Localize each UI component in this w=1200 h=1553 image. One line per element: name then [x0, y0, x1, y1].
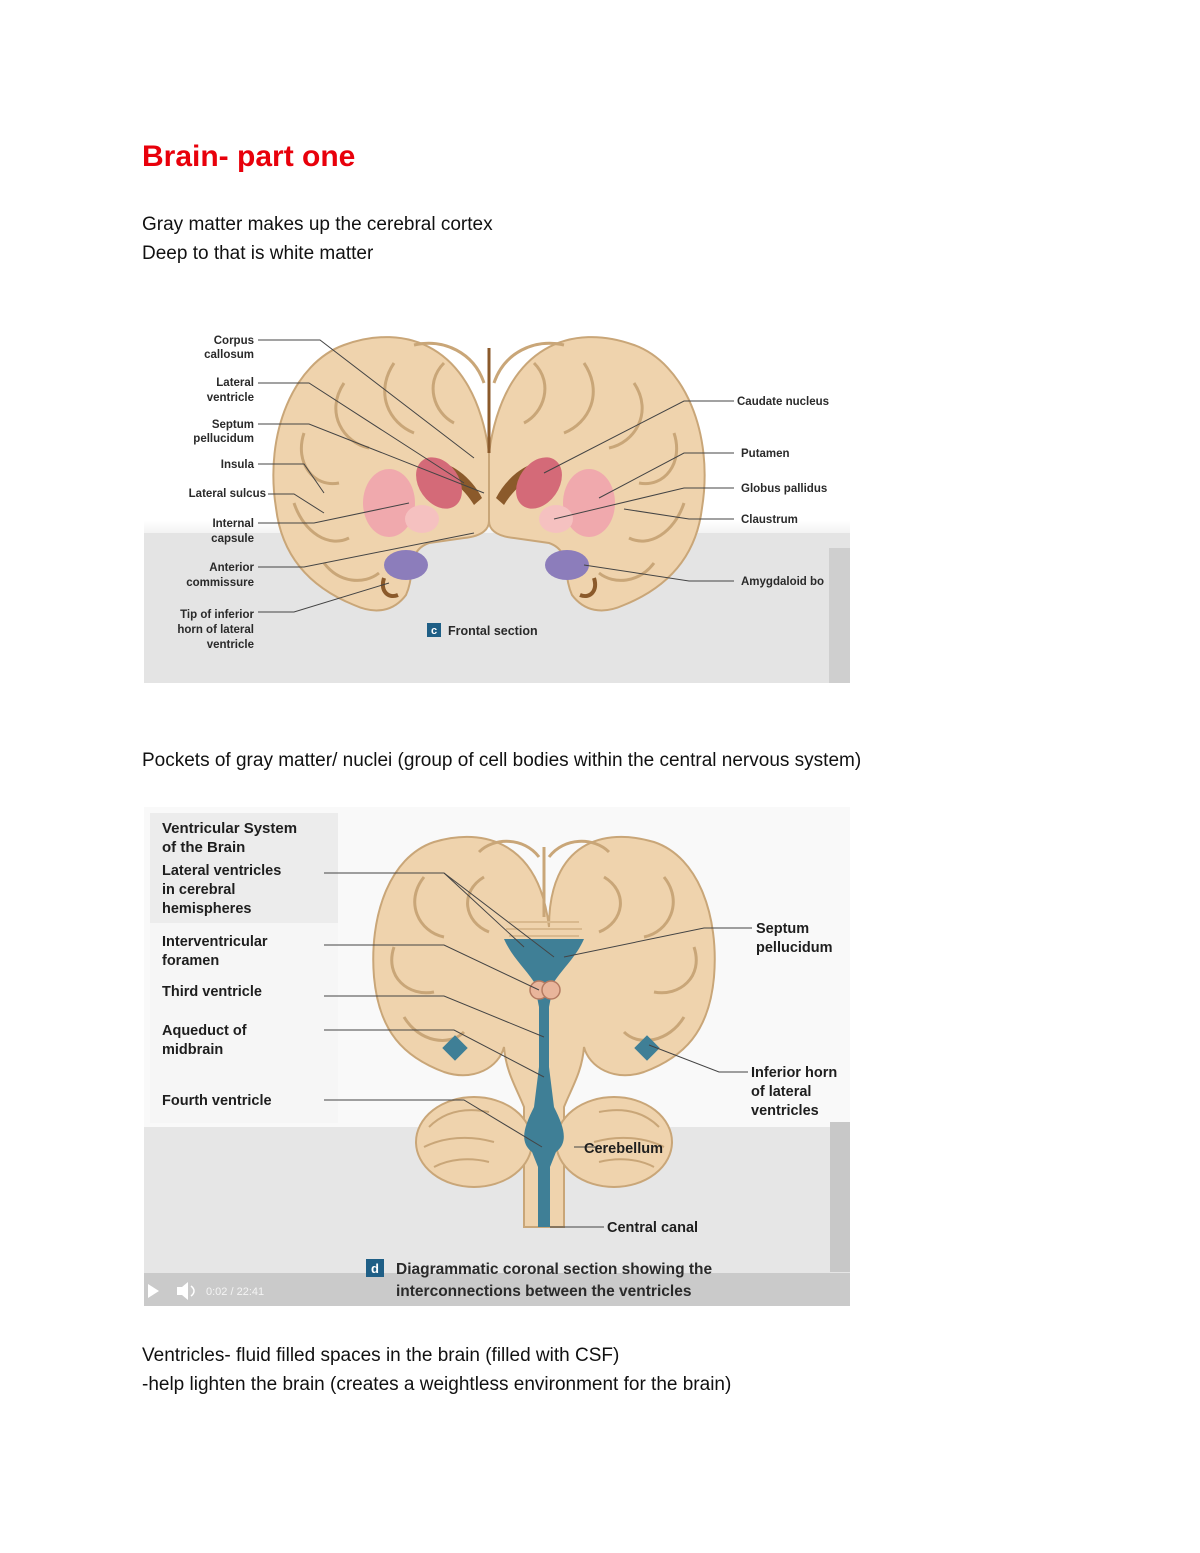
label-corpus-callosum: Corpus: [214, 335, 254, 347]
label-interventricular-foramen: Interventricular: [162, 934, 268, 950]
label-anterior-commissure: Anterior: [209, 562, 254, 574]
label-insula: Insula: [221, 459, 255, 471]
label-septum-pellucidum: Septum: [756, 921, 809, 937]
figure-caption: interconnections between the ventricles: [396, 1283, 691, 1300]
label-corpus-callosum: callosum: [204, 349, 254, 361]
amygdaloid-body-left: [384, 550, 428, 580]
paragraph-ventricles: Ventricles- fluid filled spaces in the b…: [142, 1341, 731, 1399]
box-title: of the Brain: [162, 839, 245, 856]
label-lateral-ventricle: ventricle: [207, 392, 254, 404]
label-lateral-ventricles: hemispheres: [162, 901, 251, 917]
label-amygdaloid-body: Amygdaloid bo: [741, 576, 824, 588]
frontal-section-figure: Corpus callosum Lateral ventricle Septum…: [144, 323, 850, 683]
label-internal-capsule: Internal: [212, 518, 254, 530]
caption-letter: d: [371, 1261, 379, 1276]
label-globus-pallidus: Globus pallidus: [741, 483, 827, 495]
label-lateral-sulcus: Lateral sulcus: [189, 488, 266, 500]
putamen-right: [563, 469, 615, 537]
label-cerebellum: Cerebellum: [584, 1141, 663, 1157]
label-inferior-horn: ventricles: [751, 1103, 819, 1119]
label-lateral-ventricles: Lateral ventricles: [162, 863, 281, 879]
amygdaloid-body-right: [545, 550, 589, 580]
video-time: 0:02 / 22:41: [206, 1286, 264, 1298]
label-putamen: Putamen: [741, 448, 790, 460]
label-aqueduct-midbrain: Aqueduct of: [162, 1023, 247, 1039]
globus-pallidus-left: [405, 505, 439, 533]
video-edge-strip: [830, 1122, 850, 1272]
label-septum-pellucidum: pellucidum: [193, 433, 254, 445]
text-line: Gray matter makes up the cerebral cortex: [142, 214, 493, 235]
frontal-section-diagram: Corpus callosum Lateral ventricle Septum…: [144, 323, 850, 683]
label-third-ventricle: Third ventricle: [162, 984, 262, 1000]
text-line: -help lighten the brain (creates a weigh…: [142, 1374, 731, 1395]
caption-letter: c: [431, 625, 437, 637]
figure-caption: Diagrammatic coronal section showing the: [396, 1261, 712, 1278]
label-septum-pellucidum: pellucidum: [756, 940, 833, 956]
label-central-canal: Central canal: [607, 1220, 698, 1236]
label-septum-pellucidum: Septum: [212, 419, 254, 431]
interventricular-foramen-right: [542, 981, 560, 999]
text-line: Deep to that is white matter: [142, 243, 373, 264]
page-title: Brain- part one: [142, 140, 355, 174]
label-lateral-ventricle: Lateral: [216, 377, 254, 389]
paragraph-nuclei: Pockets of gray matter/ nuclei (group of…: [142, 746, 861, 775]
label-caudate-nucleus: Caudate nucleus: [737, 396, 829, 408]
label-claustrum: Claustrum: [741, 514, 798, 526]
label-lateral-ventricles: in cerebral: [162, 882, 235, 898]
label-fourth-ventricle: Fourth ventricle: [162, 1093, 272, 1109]
label-tip-inferior-horn: Tip of inferior: [180, 609, 254, 621]
text-line: Ventricles- fluid filled spaces in the b…: [142, 1345, 619, 1366]
label-internal-capsule: capsule: [211, 533, 254, 545]
paragraph-gray-matter: Gray matter makes up the cerebral cortex…: [142, 210, 493, 268]
video-backdrop: [144, 533, 850, 683]
box-title: Ventricular System: [162, 820, 297, 837]
figure-caption: Frontal section: [448, 624, 538, 638]
ventricular-system-figure: Ventricular System of the Brain Lateral …: [144, 807, 850, 1306]
label-anterior-commissure: commissure: [186, 577, 254, 589]
video-edge-strip: [829, 548, 850, 683]
label-inferior-horn: of lateral: [751, 1084, 811, 1100]
ventricular-system-diagram: Ventricular System of the Brain Lateral …: [144, 807, 850, 1306]
label-tip-inferior-horn: ventricle: [207, 639, 254, 651]
label-aqueduct-midbrain: midbrain: [162, 1042, 223, 1058]
label-inferior-horn: Inferior horn: [751, 1065, 837, 1081]
label-interventricular-foramen: foramen: [162, 953, 219, 969]
label-tip-inferior-horn: horn of lateral: [177, 624, 254, 636]
